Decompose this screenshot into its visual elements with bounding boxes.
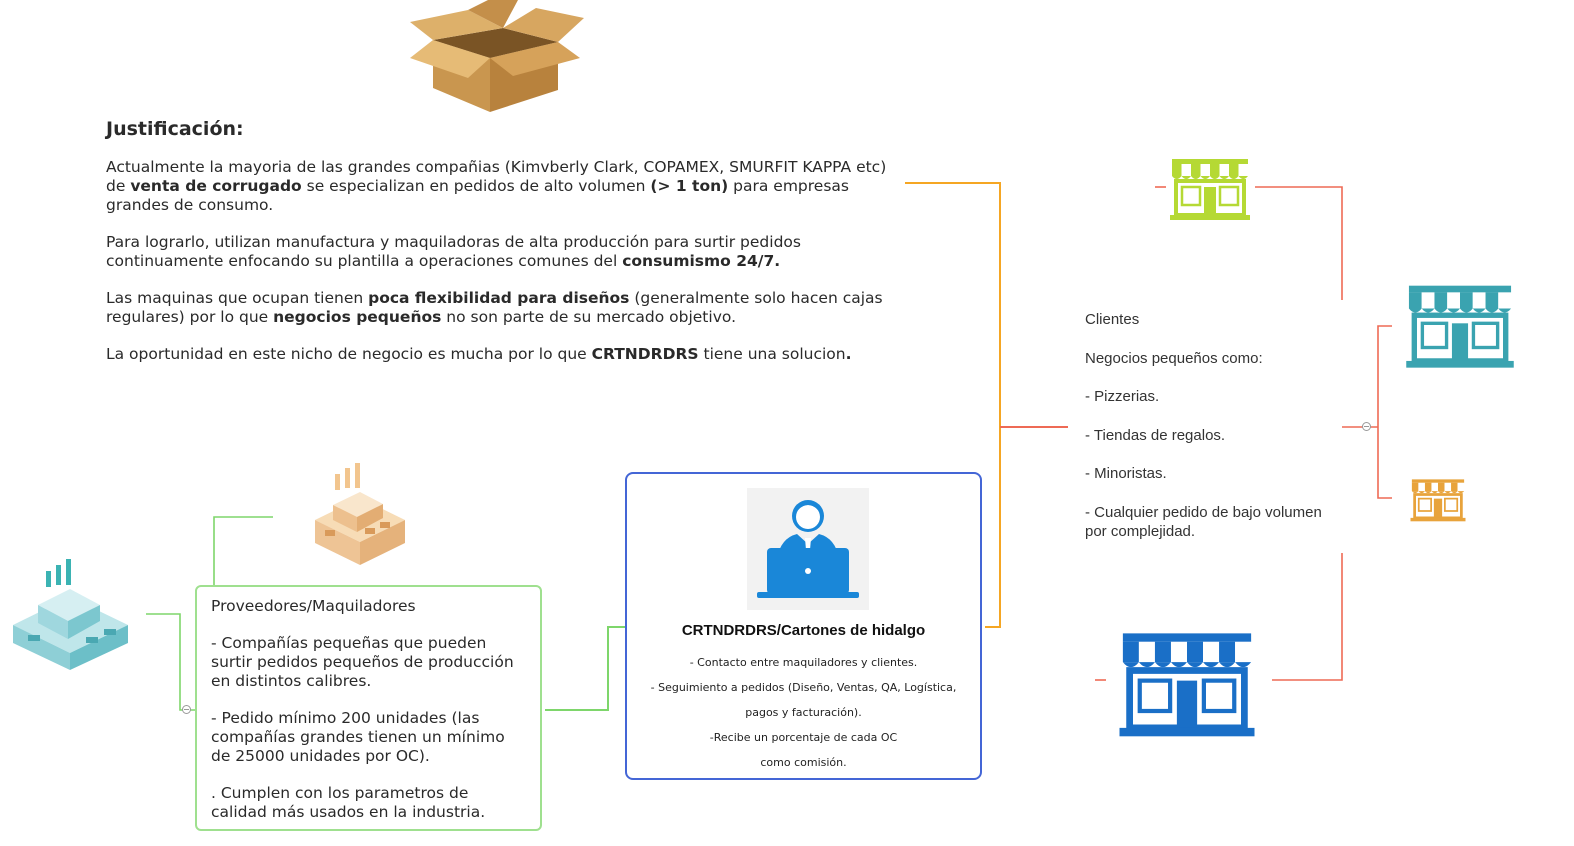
cardboard-box-icon xyxy=(410,0,584,112)
collapse-toggle-clientes[interactable] xyxy=(1362,422,1371,431)
clientes-title: Clientes xyxy=(1085,311,1140,328)
crtndrdrs-item: -Recibe un porcentaje de cada OC xyxy=(709,731,898,744)
crtndrdrs-item: como comisión. xyxy=(760,756,847,769)
storefront-icon xyxy=(1406,285,1514,368)
clientes-intro: Negocios pequeños como: xyxy=(1085,349,1263,367)
connector-store-right xyxy=(1377,325,1392,499)
proveedores-node[interactable]: Proveedores/Maquiladores - Compañías peq… xyxy=(195,585,542,831)
storefront-icon xyxy=(1170,159,1250,220)
clientes-node[interactable]: Clientes Negocios pequeños como: - Pizze… xyxy=(1085,310,1345,561)
clientes-item: - Tiendas de regalos. xyxy=(1085,426,1226,444)
clientes-item: - Minoristas. xyxy=(1085,465,1167,482)
crtndrdrs-item: - Contacto entre maquiladores y clientes… xyxy=(689,656,918,669)
justificacion-paragraph: Para lograrlo, utilizan manufactura y ma… xyxy=(106,233,801,270)
crtndrdrs-item: pagos y facturación). xyxy=(745,706,862,719)
storefront-icon xyxy=(1119,633,1255,737)
collapse-toggle-proveedores[interactable] xyxy=(182,705,191,714)
connector-factory xyxy=(146,613,195,711)
justificacion-paragraph: Actualmente la mayoria de las grandes co… xyxy=(106,158,887,214)
justificacion-body: Actualmente la mayoria de las grandes co… xyxy=(106,158,906,382)
connector-factory-top xyxy=(213,516,273,585)
proveedores-item: - Compañías pequeñas que pueden surtir p… xyxy=(211,634,514,690)
justificacion-paragraph: La oportunidad en este nicho de negocio … xyxy=(106,345,852,363)
proveedores-title: Proveedores/Maquiladores xyxy=(211,597,416,615)
connector-store-top xyxy=(1255,186,1343,300)
crtndrdrs-items: - Contacto entre maquiladores y clientes… xyxy=(627,650,980,775)
justificacion-title: Justificación: xyxy=(106,118,244,140)
proveedores-item: - Pedido mínimo 200 unidades (las compañ… xyxy=(211,709,505,765)
clientes-item: - Cualquier pedido de bajo volumen por c… xyxy=(1085,503,1322,541)
storefront-icon xyxy=(1410,479,1466,522)
connector-store-bottom xyxy=(1272,553,1343,681)
connector-proveedores xyxy=(545,626,625,711)
crtndrdrs-title: CRTNDRDRS/Cartones de hidalgo xyxy=(681,622,926,639)
connector-justificacion xyxy=(905,182,1001,628)
factory-icon xyxy=(13,559,128,670)
user-laptop-icon xyxy=(747,488,869,610)
crtndrdrs-item: - Seguimiento a pedidos (Diseño, Ventas,… xyxy=(650,681,957,694)
justificacion-paragraph: Las maquinas que ocupan tienen poca flex… xyxy=(106,289,883,326)
proveedores-item: . Cumplen con los parametros de calidad … xyxy=(211,784,486,821)
clientes-item: - Pizzerias. xyxy=(1085,388,1160,405)
factory-icon xyxy=(315,463,405,565)
crtndrdrs-node[interactable]: CRTNDRDRS/Cartones de hidalgo - Contacto… xyxy=(625,472,982,780)
